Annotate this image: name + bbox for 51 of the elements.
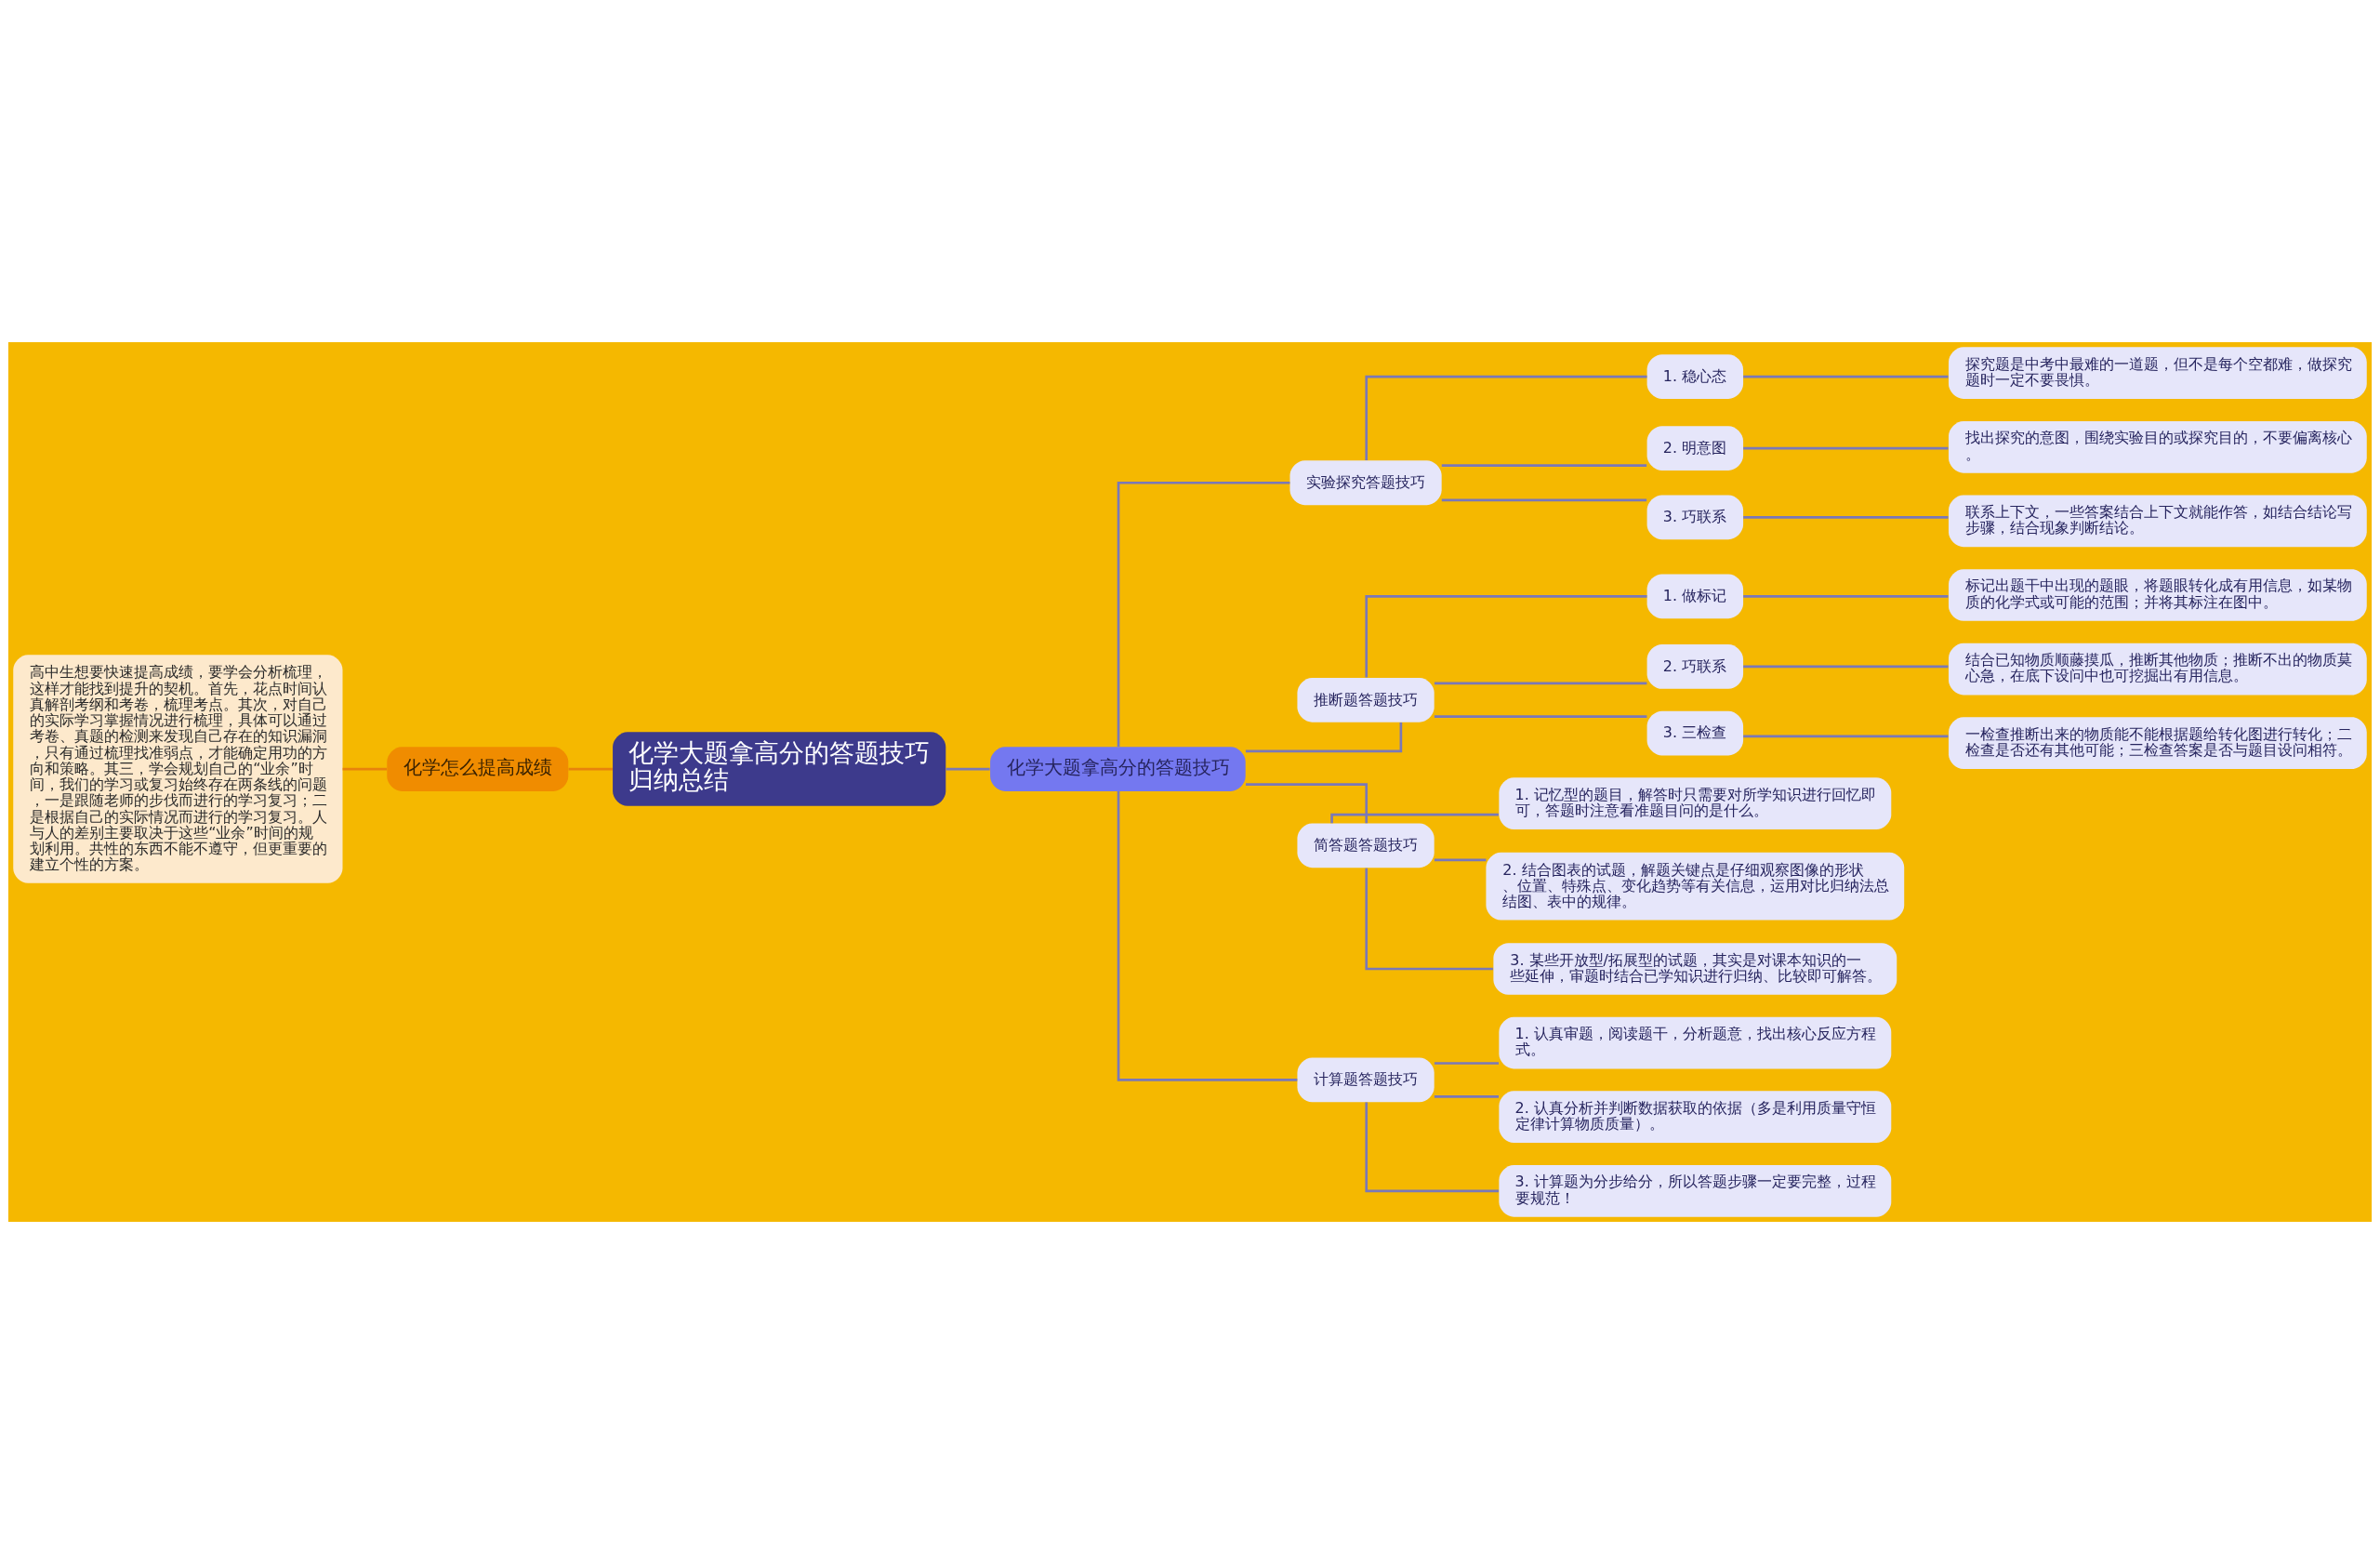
node-box: 联系上下文，一些答案结合上下文就能作答，如结合结论写步骤，结合现象判断结论。 — [1948, 495, 2367, 548]
node-box: 简答题答题技巧 — [1297, 823, 1435, 868]
connector — [1434, 1095, 1499, 1098]
node-box: 结合已知物质顺藤摸瓜，推断其他物质；推断不出的物质莫心急，在底下设问中也可挖掘出有用信息。 — [1948, 643, 2367, 696]
connector — [945, 767, 990, 771]
node-box: 3. 三检查 — [1646, 710, 1744, 756]
connector — [1743, 516, 1949, 519]
connector — [1441, 498, 1647, 502]
connector — [1117, 481, 1290, 747]
connector — [342, 767, 387, 771]
connector — [1743, 595, 1949, 598]
connector — [1365, 375, 1647, 461]
node-box: 3. 计算题为分步给分，所以答题步骤一定要完整，过程要规范！ — [1499, 1164, 1892, 1217]
node-box: 3. 某些开放型/拓展型的试题，其实是对课本知识的一些延伸，审题时结合已学知识进行归纳、比较即可解答。 — [1493, 943, 1897, 995]
connector — [1330, 813, 1499, 824]
node-box: 计算题答题技巧 — [1297, 1057, 1435, 1103]
connector — [1117, 791, 1298, 1081]
connector — [1245, 783, 1368, 824]
node-box: 化学怎么提高成绩 — [387, 747, 569, 791]
node-box: 化学大题拿高分的答题技巧 — [990, 747, 1246, 791]
connector — [1434, 682, 1647, 685]
connector — [1743, 446, 1949, 450]
node-box: 高中生想要快速提高成绩，要学会分析梳理，这样才能找到提升的契机。首先，花点时间认真解剖考纲和考卷，梳理考点。其次，对自己的实际学习掌握情况进行梳理，具体可以通过考卷、真题的检测来发现自己存在的知识漏洞，只有通过梳理找准弱点，才能确定用功的方向和策略。其三，学会规划自己的“业余”时间，我们的学习或复习始终存在两条线的问题，一是跟随老师的步伐而进行的学习复习；二是根据自己的实际情况而进行的学习复习。人与人的差别主要取决于这些“业余”时间的规划利用。共性的东西不能不遵守，但更重要的建立个性的方案。 — [13, 655, 343, 883]
node-box: 3. 巧联系 — [1646, 495, 1744, 540]
connector — [1743, 665, 1949, 669]
node-box: 找出探究的意图，围绕实验目的或探究目的，不要偏离核心。 — [1948, 420, 2367, 473]
connector — [1365, 868, 1493, 971]
node-box: 化学大题拿高分的答题技巧归纳总结 — [613, 732, 946, 806]
connector — [1245, 722, 1403, 753]
node-box: 标记出题干中出现的题眼，将题眼转化成有用信息，如某物质的化学式或可能的范围；并将其标注在图中。 — [1948, 569, 2367, 621]
node-box: 1. 做标记 — [1646, 574, 1744, 619]
connector — [1434, 1062, 1499, 1065]
connector — [1365, 595, 1647, 678]
node-box: 2. 结合图表的试题，解题关键点是仔细观察图像的形状、位置、特殊点、变化趋势等有关信息，运用对比归纳法总结图、表中的规律。 — [1486, 852, 1905, 921]
connector — [1441, 464, 1647, 467]
connector — [1434, 715, 1647, 718]
connector — [1365, 1102, 1499, 1193]
connector — [1434, 858, 1487, 862]
connector — [1743, 375, 1949, 378]
node-box: 一检查推断出来的物质能不能根据题给转化图进行转化；二检查是否还有其他可能；三检查答案是否与题目设问相符。 — [1948, 717, 2367, 770]
node-box: 2. 明意图 — [1646, 426, 1744, 471]
node-box: 推断题答题技巧 — [1297, 677, 1435, 722]
node-box: 2. 巧联系 — [1646, 644, 1744, 689]
node-box: 1. 记忆型的题目，解答时只需要对所学知识进行回忆即可，答题时注意看准题目问的是什么。 — [1499, 777, 1892, 830]
node-box: 探究题是中考中最难的一道题，但不是每个空都难，做探究题时一定不要畏惧。 — [1948, 347, 2367, 400]
node-box: 2. 认真分析并判断数据获取的依据（多是利用质量守恒定律计算物质质量）。 — [1499, 1091, 1892, 1144]
connector — [568, 767, 613, 771]
node-box: 1. 稳心态 — [1646, 354, 1744, 400]
node-box: 1. 认真审题，阅读题干，分析题意，找出核心反应方程式。 — [1499, 1016, 1892, 1069]
node-box: 实验探究答题技巧 — [1289, 460, 1442, 506]
connector — [1743, 735, 1949, 738]
